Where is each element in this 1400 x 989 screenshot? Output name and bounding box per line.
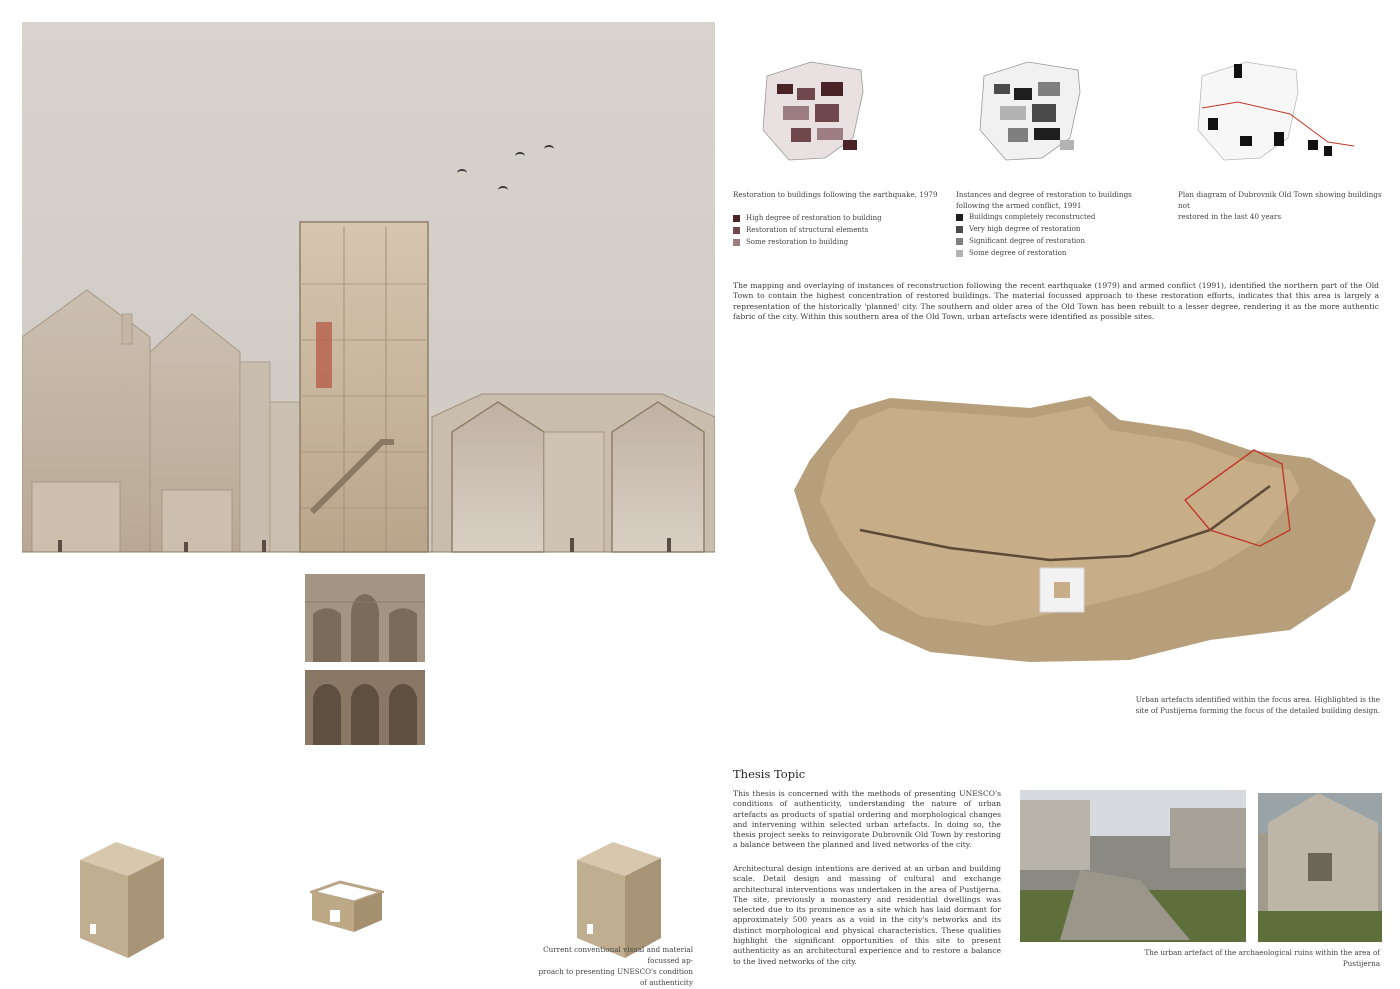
legend-swatch [956, 213, 963, 221]
detail-panel-lower [305, 670, 425, 745]
legend-swatch [956, 225, 963, 233]
ruins-photo-caption: The urban artefact of the archaeological… [1144, 948, 1380, 968]
thesis-paragraph-1: This thesis is concerned with the method… [733, 789, 1001, 850]
map1-legend: High degree of restoration to building R… [733, 212, 943, 248]
bird-icon [544, 145, 554, 153]
legend-swatch [733, 214, 740, 222]
legend-swatch [733, 238, 740, 246]
legend-swatch [733, 226, 740, 234]
thesis-title: Thesis Topic [733, 767, 806, 781]
thesis-paragraph-2: Architectural design intentions are deri… [733, 864, 1001, 966]
legend-item: High degree of restoration to building [733, 212, 943, 224]
massing-model-ruin [306, 880, 388, 934]
ruins-photo-1 [1020, 790, 1246, 942]
legend-item: Buildings completely reconstructed [956, 211, 1166, 223]
ruins-photo-2 [1258, 793, 1382, 942]
legend-item: Some degree of restoration [956, 247, 1166, 259]
detail-panel-upper [305, 574, 425, 662]
site-model-image [790, 390, 1380, 668]
map2-caption: Instances and degree of restoration to b… [956, 190, 1132, 210]
legend-item: Significant degree of restoration [956, 235, 1166, 247]
mapping-paragraph: The mapping and overlaying of instances … [733, 281, 1379, 321]
legend-item: Very high degree of restoration [956, 223, 1166, 235]
map-restoration-1979 [733, 48, 933, 178]
bird-icon [457, 169, 467, 177]
map-not-restored [1178, 48, 1358, 178]
map2-legend: Buildings completely reconstructed Very … [956, 211, 1166, 259]
massing-model-left [76, 838, 168, 960]
legend-swatch [956, 249, 963, 257]
bird-icon [515, 152, 525, 160]
legend-item: Restoration of structural elements [733, 224, 943, 236]
bird-icon [498, 186, 508, 194]
map3-caption: Plan diagram of Dubrovnik Old Town showi… [1178, 190, 1382, 221]
massing-caption: Current conventional visual and material… [538, 945, 693, 987]
site-model-caption: Urban artefacts identified within the fo… [1135, 695, 1380, 715]
map1-caption: Restoration to buildings following the e… [733, 190, 938, 199]
legend-item: Some restoration to building [733, 236, 943, 248]
section-drawing-svg [21, 22, 716, 553]
massing-model-right [573, 838, 665, 960]
section-drawing [21, 22, 716, 553]
map-restoration-1991 [950, 48, 1150, 178]
legend-swatch [956, 237, 963, 245]
